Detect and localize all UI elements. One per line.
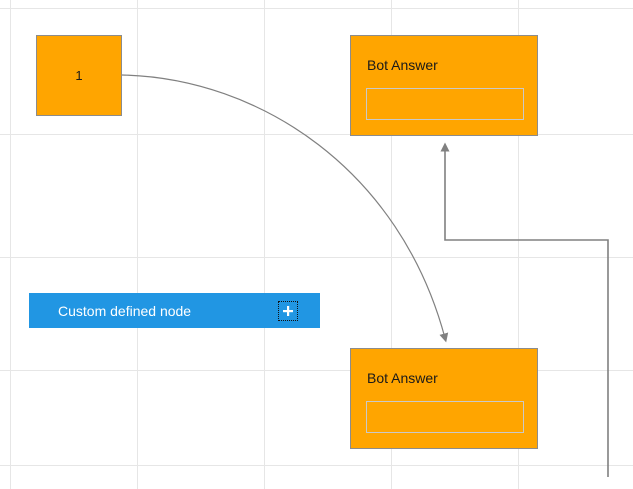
start-node-label: 1 [75,68,83,83]
connector-curved-start-to-bottom-node[interactable] [121,74,449,343]
start-node[interactable]: 1 [36,35,122,116]
plus-icon[interactable] [278,300,298,321]
bot-answer-node-top[interactable]: Bot Answer [350,35,538,136]
palette-item-custom-defined-node[interactable]: Custom defined node [29,293,320,328]
bot-answer-node-top-title: Bot Answer [367,57,438,73]
bot-answer-node-bottom[interactable]: Bot Answer [350,348,538,449]
bot-answer-node-bottom-title: Bot Answer [367,370,438,386]
connector-orthogonal-bottom-to-top-node[interactable] [440,142,609,477]
palette-item-label: Custom defined node [58,302,192,319]
bot-answer-node-top-field[interactable] [366,88,524,120]
bot-answer-node-bottom-field[interactable] [366,401,524,433]
